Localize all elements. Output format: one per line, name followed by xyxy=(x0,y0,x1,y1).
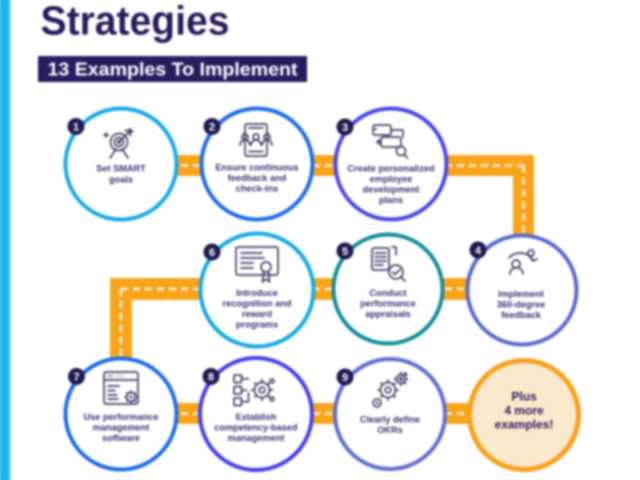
svg-text:recognition and: recognition and xyxy=(223,299,292,309)
svg-text:1: 1 xyxy=(73,122,79,134)
svg-text:employee: employee xyxy=(370,174,412,184)
svg-text:management: management xyxy=(228,433,285,443)
svg-text:Establish: Establish xyxy=(236,412,277,422)
svg-text:5: 5 xyxy=(342,246,348,258)
svg-text:Clearly define: Clearly define xyxy=(360,414,420,424)
svg-text:6: 6 xyxy=(209,247,215,259)
svg-text:9: 9 xyxy=(342,372,348,384)
svg-text:check-ins: check-ins xyxy=(236,184,278,194)
svg-text:8: 8 xyxy=(208,372,214,384)
svg-text:feedback: feedback xyxy=(501,310,542,320)
svg-text:Ensure continuous: Ensure continuous xyxy=(215,163,298,173)
svg-text:plans: plans xyxy=(379,195,403,205)
svg-text:Plus: Plus xyxy=(511,390,537,404)
svg-text:4: 4 xyxy=(475,245,482,257)
svg-text:software: software xyxy=(102,433,140,443)
svg-text:Conduct: Conduct xyxy=(369,288,406,298)
svg-text:4 more: 4 more xyxy=(504,404,544,418)
svg-text:3: 3 xyxy=(342,122,348,134)
svg-text:performance: performance xyxy=(360,299,416,309)
svg-text:programs: programs xyxy=(236,320,278,330)
svg-text:Create personalized: Create personalized xyxy=(347,164,434,174)
svg-text:13 Examples To Implement: 13 Examples To Implement xyxy=(48,60,298,80)
svg-text:7: 7 xyxy=(73,372,79,384)
svg-text:2: 2 xyxy=(209,122,215,134)
svg-text:development: development xyxy=(363,185,420,195)
svg-text:Use performance: Use performance xyxy=(83,412,158,422)
svg-text:Implement: Implement xyxy=(498,289,544,299)
svg-text:OKRs: OKRs xyxy=(377,425,403,435)
svg-text:goals: goals xyxy=(109,174,133,184)
svg-text:Strategies: Strategies xyxy=(41,0,230,44)
svg-text:competency-based: competency-based xyxy=(214,422,297,432)
svg-text:Set SMART: Set SMART xyxy=(96,164,146,174)
svg-text:Introduce: Introduce xyxy=(236,288,278,298)
svg-text:examples!: examples! xyxy=(495,418,554,432)
svg-text:management: management xyxy=(93,422,150,432)
svg-text:reward: reward xyxy=(242,309,272,319)
svg-text:appraisals: appraisals xyxy=(365,309,410,319)
svg-text:360-degree: 360-degree xyxy=(497,300,546,310)
svg-text:feedback and: feedback and xyxy=(228,173,287,183)
